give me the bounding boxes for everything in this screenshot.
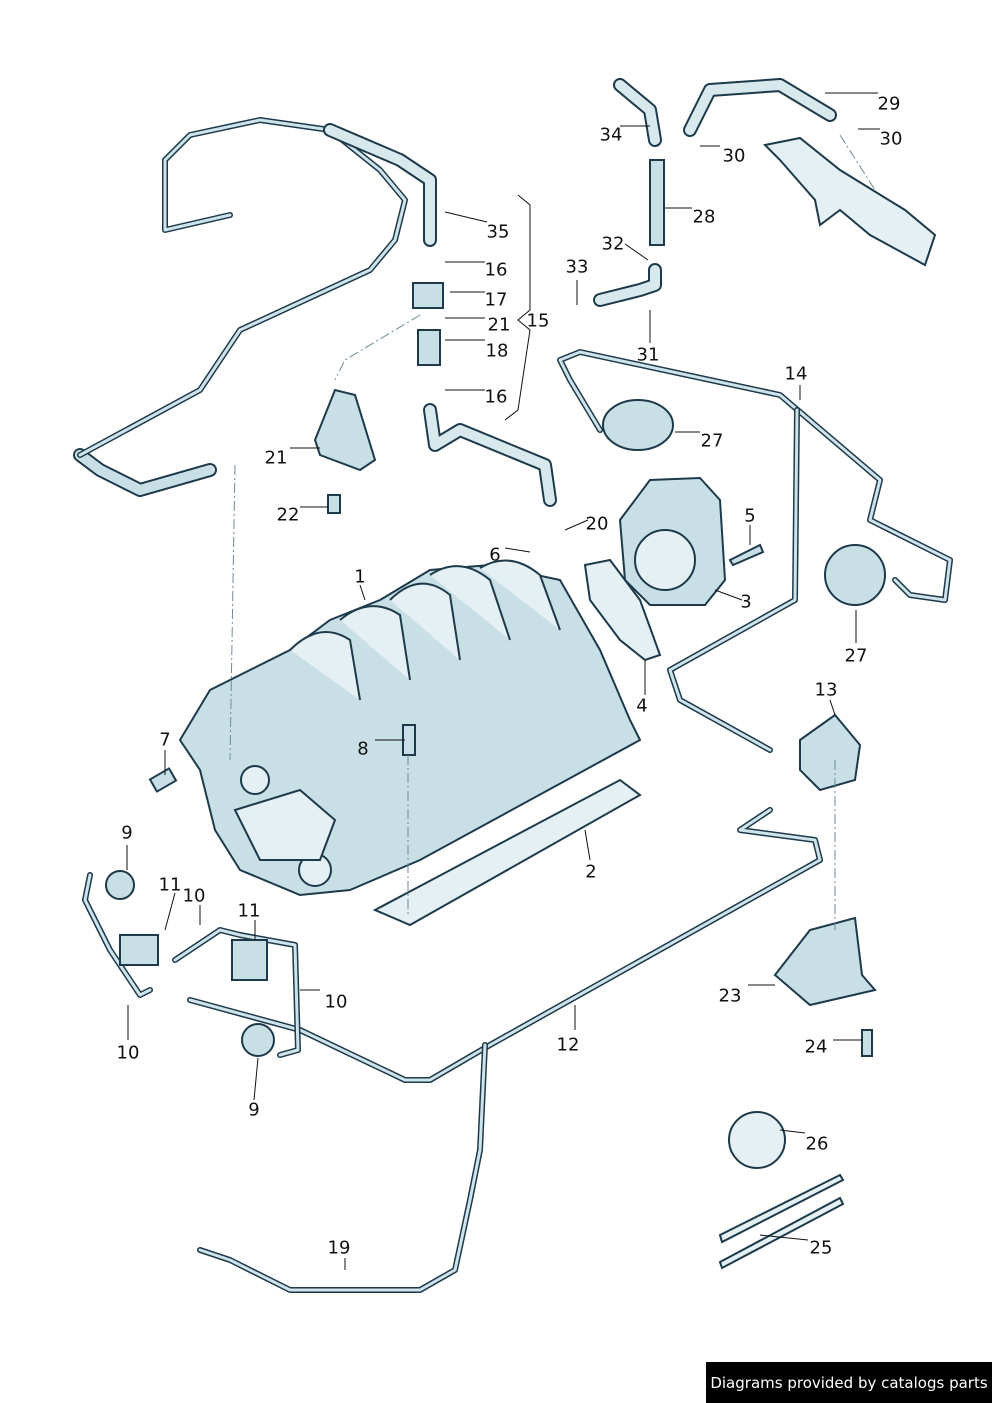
centerline (229, 464, 236, 761)
callout-30: 30 (879, 128, 903, 150)
callout-4: 4 (636, 695, 648, 717)
hoses (73, 78, 953, 1293)
centerline (839, 134, 876, 191)
callout-17: 17 (484, 289, 508, 311)
callout-31: 31 (636, 344, 660, 366)
bolt-22 (327, 494, 341, 514)
valve-27b (824, 544, 886, 606)
bolt-5 (728, 543, 765, 567)
callout-10: 10 (116, 1042, 140, 1064)
callout-18: 18 (485, 340, 509, 362)
callout-11: 11 (158, 874, 182, 896)
callout-14: 14 (784, 363, 808, 385)
clamp-26 (728, 1111, 786, 1169)
callout-5: 5 (744, 505, 756, 527)
callout-13: 13 (814, 679, 838, 701)
callout-3: 3 (740, 591, 752, 613)
actuator-9a (105, 870, 135, 900)
callout-29: 29 (877, 93, 901, 115)
callout-9: 9 (121, 822, 133, 844)
part-18 (417, 329, 441, 366)
actuator-9b (241, 1023, 275, 1057)
callout-16: 16 (484, 386, 508, 408)
intake-pipe (762, 136, 937, 267)
gasket-4 (583, 558, 662, 662)
callout-8: 8 (357, 738, 369, 760)
callout-30: 30 (722, 145, 746, 167)
callout-26: 26 (805, 1133, 829, 1155)
callout-15: 15 (526, 310, 550, 332)
callout-6: 6 (489, 544, 501, 566)
callout-32: 32 (601, 233, 625, 255)
callout-21: 21 (264, 447, 288, 469)
callout-21: 21 (487, 314, 511, 336)
valve-13 (799, 713, 862, 792)
callout-28: 28 (692, 206, 716, 228)
credit-banner: Diagrams provided by catalogs parts (706, 1362, 992, 1403)
leader-lines (126, 92, 880, 1270)
callout-34: 34 (599, 124, 623, 146)
callout-33: 33 (565, 256, 589, 278)
part-7 (148, 767, 178, 793)
callout-27: 27 (844, 645, 868, 667)
callout-1: 1 (354, 566, 366, 588)
cable-ties-25 (718, 1173, 845, 1270)
callout-10: 10 (182, 885, 206, 907)
callout-35: 35 (486, 221, 510, 243)
callout-12: 12 (556, 1034, 580, 1056)
callout-24: 24 (804, 1036, 828, 1058)
callout-7: 7 (159, 729, 171, 751)
bracket-21 (313, 388, 377, 472)
callout-2: 2 (585, 861, 597, 883)
callout-9: 9 (248, 1099, 260, 1121)
callout-22: 22 (276, 504, 300, 526)
gasket-2 (372, 778, 642, 927)
valve-27a (602, 399, 674, 451)
callout-16: 16 (484, 259, 508, 281)
callout-23: 23 (718, 985, 742, 1007)
callout-27: 27 (700, 430, 724, 452)
valve-11b (231, 939, 268, 981)
callout-25: 25 (809, 1237, 833, 1259)
centerline (334, 314, 421, 381)
callout-19: 19 (327, 1237, 351, 1259)
bolt-24 (861, 1029, 873, 1057)
callout-10: 10 (324, 991, 348, 1013)
valve-11a (119, 934, 159, 966)
throttle-body (618, 476, 727, 606)
pipe-28 (649, 159, 665, 246)
callout-11: 11 (237, 900, 261, 922)
bracket-23 (773, 916, 877, 1007)
part-17 (412, 282, 444, 309)
callout-20: 20 (585, 513, 609, 535)
